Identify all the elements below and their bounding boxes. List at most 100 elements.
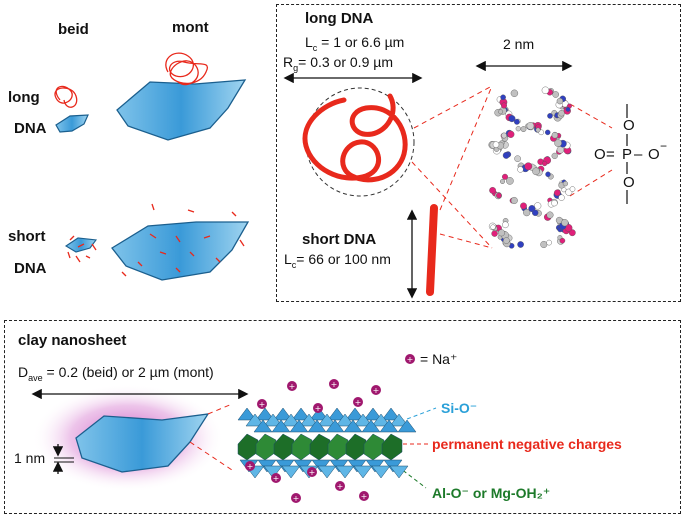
mont-sheet-short <box>111 203 250 281</box>
helix-atom <box>523 209 531 217</box>
tetrahedron <box>263 413 283 427</box>
na-ion <box>287 381 297 391</box>
tetrahedron <box>389 413 409 427</box>
tetrahedron <box>263 465 283 479</box>
sio-label: Si-O⁻ <box>441 400 478 416</box>
helix-atom <box>546 239 552 246</box>
svg-text:+: + <box>407 355 414 364</box>
tetrahedron <box>327 407 347 421</box>
helix-atom <box>562 181 569 187</box>
na-ion-plus: + <box>331 380 338 389</box>
helix-atom <box>500 178 506 184</box>
na-ion <box>371 385 381 395</box>
na-ion <box>271 473 281 483</box>
na-legend-label: = Na⁺ <box>420 351 458 367</box>
helix-atom <box>501 132 507 139</box>
tetrahedron <box>353 465 373 479</box>
phosphate-o-top: O <box>623 117 635 134</box>
clay-panel <box>4 320 681 514</box>
na-ion-plus: + <box>373 386 380 395</box>
tetrahedron <box>325 419 345 433</box>
tetrahedron <box>335 413 355 427</box>
helix-atom <box>532 209 539 217</box>
rg-symbol: R <box>283 54 294 70</box>
helix-atom <box>501 102 508 109</box>
na-ion-plus: + <box>289 382 296 391</box>
tetrahedron <box>245 413 265 427</box>
beid-sheet-short <box>64 235 98 263</box>
long-dna-title: long DNA <box>305 10 374 27</box>
na-ion <box>329 379 339 389</box>
phosphate-o-right: O <box>648 146 660 163</box>
rg-label: Rg= 0.3 or 0.9 µm <box>283 55 393 73</box>
helix-atom <box>517 166 524 173</box>
dave-symbol: D <box>18 364 29 380</box>
helix-atom <box>492 141 500 148</box>
helix-atom <box>491 230 498 237</box>
tetrahedron <box>371 465 391 479</box>
phosphate-o-left: O <box>594 146 606 163</box>
helix-atom <box>524 162 533 171</box>
helix-atom <box>546 211 554 219</box>
na-ion <box>359 491 369 501</box>
na-ion-plus: + <box>315 404 322 413</box>
tetrahedron <box>289 419 309 433</box>
helix-atom <box>551 131 559 139</box>
helix-atom <box>534 202 542 210</box>
tetrahedron <box>317 465 337 479</box>
row-long-dna-label: DNA <box>14 120 47 137</box>
octahedron <box>345 433 367 461</box>
helix-width-label: 2 nm <box>503 36 535 52</box>
na-ion-plus: + <box>337 482 344 491</box>
rg-sub: g <box>293 62 299 73</box>
helix-atom <box>556 97 564 105</box>
dna-double-helix <box>488 86 576 249</box>
helix-atom <box>515 126 521 132</box>
dave-value: = 0.2 (beid) or 2 µm (mont) <box>42 364 214 380</box>
helix-atom <box>508 115 516 123</box>
alo-label: Al-O⁻ or Mg-OH₂⁺ <box>432 485 551 501</box>
helix-atom <box>559 237 566 244</box>
helix-atom <box>489 186 496 194</box>
helix-atom <box>506 177 514 185</box>
tetrahedron <box>397 419 417 433</box>
helix-atom <box>510 89 519 98</box>
lc-sub: c <box>312 42 318 53</box>
na-ion-plus: + <box>355 398 362 407</box>
tetrahedron <box>271 419 291 433</box>
negative-charge-label: permanent negative charges <box>432 436 622 452</box>
na-ion-plus: + <box>247 462 254 471</box>
helix-atom <box>502 221 509 229</box>
helix-atom <box>496 192 502 199</box>
phosphate-minus: − <box>660 139 668 153</box>
tetrahedron <box>317 413 337 427</box>
row-short-dna-label: DNA <box>14 260 47 277</box>
octahedron <box>255 433 277 461</box>
tetrahedron <box>281 465 301 479</box>
tetrahedron <box>363 407 383 421</box>
octahedron <box>327 433 349 461</box>
zoom-lines <box>411 85 613 249</box>
tetrahedron <box>353 413 373 427</box>
helix-atom <box>541 86 550 95</box>
helix-atom <box>558 109 565 117</box>
helix-atom <box>541 160 548 167</box>
short-dna-rod <box>426 204 438 296</box>
helix-atom <box>502 151 510 159</box>
na-ion-plus: + <box>273 474 280 483</box>
clay-title: clay nanosheet <box>18 332 127 349</box>
row-long-label: long <box>8 89 40 106</box>
tetrahedron <box>307 419 327 433</box>
na-ion <box>307 467 317 477</box>
short-dna-title: short DNA <box>302 231 377 248</box>
tetrahedron <box>371 413 391 427</box>
helix-atom <box>554 139 562 147</box>
tetrahedron <box>281 413 301 427</box>
na-ion-plus: + <box>309 468 316 477</box>
na-legend-icon: + <box>405 354 415 364</box>
octahedron <box>363 433 385 461</box>
tetrahedron <box>381 407 401 421</box>
tetrahedron <box>253 419 273 433</box>
